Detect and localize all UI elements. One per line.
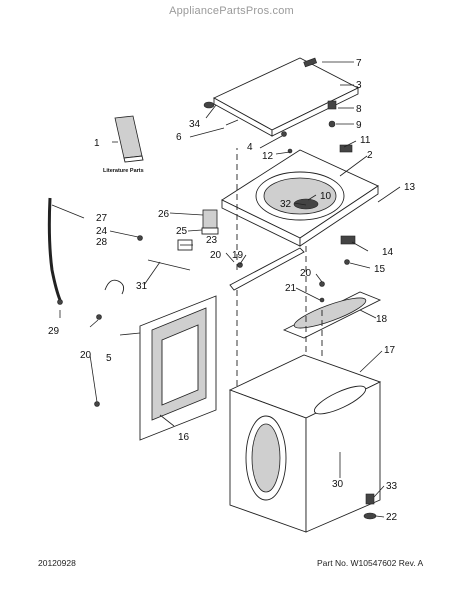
callout-30: 30 [332, 479, 344, 490]
callout-25: 25 [176, 226, 188, 237]
callout-12: 12 [262, 151, 274, 162]
callout-31: 31 [136, 281, 148, 292]
rod-part-6 [225, 119, 239, 126]
bracket-part-26 [202, 209, 218, 229]
switch-part-14 [340, 235, 356, 245]
hinge-part-8 [327, 100, 337, 110]
rod-part-31 [147, 259, 191, 271]
callout-11: 11 [360, 135, 371, 146]
callout-3: 3 [356, 80, 362, 91]
callout-34: 34 [189, 119, 201, 130]
callout-20a: 20 [210, 250, 222, 261]
callout-14: 14 [382, 247, 394, 258]
callout-7: 7 [356, 58, 362, 69]
hinge-part-7 [303, 57, 318, 68]
callout-20c: 20 [300, 268, 312, 279]
footer-date: 20120928 [38, 558, 76, 568]
callout-24: 24 [96, 226, 108, 237]
callout-33: 33 [386, 481, 398, 492]
callout-19: 19 [232, 250, 244, 261]
cabinet-part [228, 354, 382, 533]
callout-2: 2 [367, 150, 373, 161]
top-cover-part [221, 149, 379, 247]
watermark-header: AppliancePartsPros.com [169, 5, 294, 17]
callout-9: 9 [356, 120, 362, 131]
switch-part-11 [339, 144, 353, 153]
screw-part-15 [344, 259, 350, 265]
callout-29: 29 [48, 326, 60, 337]
screw-part-20d [237, 262, 243, 268]
screw-part-4 [281, 131, 287, 137]
screw-part-21 [319, 297, 325, 303]
callout-10: 10 [320, 191, 332, 202]
drain-hose-part-27 [47, 197, 62, 301]
callout-32: 32 [280, 199, 292, 210]
screw-part-20c [319, 281, 325, 287]
screw-part-29 [57, 299, 63, 305]
literature-parts-book: Literature Parts [103, 115, 144, 174]
callout-28: 28 [96, 237, 108, 248]
leader-lines [51, 61, 401, 518]
callout-13: 13 [404, 182, 416, 193]
callout-27: 27 [96, 213, 108, 224]
screw-part-9 [328, 120, 336, 128]
screw-part-20b [94, 401, 100, 407]
callout-26: 26 [158, 209, 170, 220]
bracket-part-25 [201, 227, 219, 235]
footer-part-number: Part No. W10547602 Rev. A [317, 558, 424, 568]
callout-21: 21 [285, 283, 297, 294]
callout-4: 4 [247, 142, 253, 153]
screw-part-20a [96, 314, 102, 320]
hose-clamp-part-28 [104, 279, 125, 295]
rear-panel-part [139, 295, 217, 441]
callout-16: 16 [178, 432, 190, 443]
brace-part-19 [229, 247, 305, 291]
leg-part-33 [365, 493, 375, 505]
callout-22: 22 [386, 512, 398, 523]
literature-label: Literature Parts [103, 168, 144, 174]
foot-part-22 [363, 512, 377, 520]
lid-part [213, 57, 360, 137]
callout-23: 23 [206, 235, 218, 246]
callout-5: 5 [106, 353, 112, 364]
base-part [282, 291, 382, 339]
callout-15: 15 [374, 264, 386, 275]
callout-8: 8 [356, 104, 362, 115]
callout-17: 17 [384, 345, 396, 356]
callout-1: 1 [94, 138, 100, 149]
bumper-part-34 [203, 101, 215, 109]
screw-part-24 [137, 235, 143, 241]
callout-20b: 20 [80, 350, 92, 361]
callout-18: 18 [376, 314, 388, 325]
callout-6: 6 [176, 132, 182, 143]
